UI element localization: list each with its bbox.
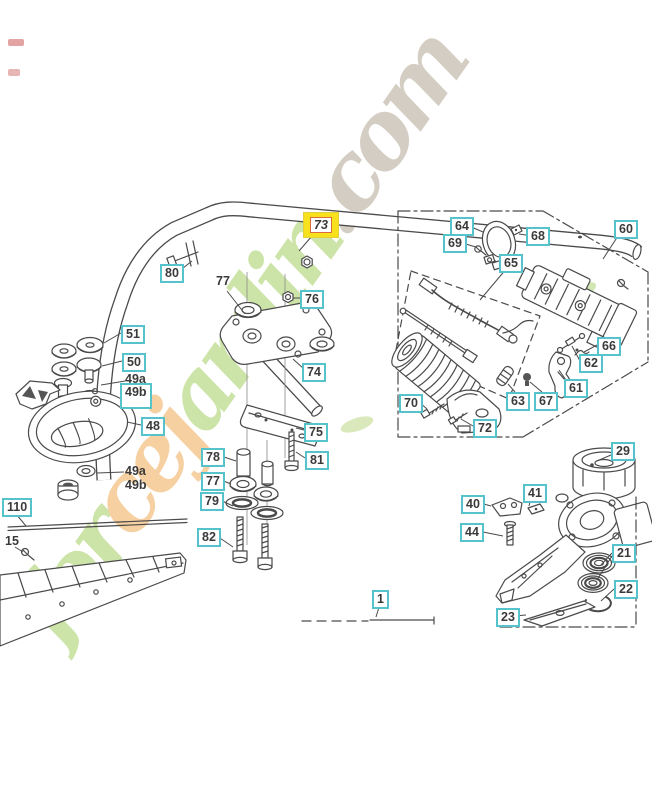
upper-hardware-drawing bbox=[234, 255, 335, 352]
gearbox-panel-border bbox=[499, 496, 637, 628]
callout-62[interactable]: 62 bbox=[579, 354, 603, 373]
callout-66[interactable]: 66 bbox=[597, 337, 621, 356]
callout-number: 73 bbox=[310, 217, 332, 233]
callout-70[interactable]: 70 bbox=[399, 394, 423, 413]
callout-60[interactable]: 60 bbox=[614, 220, 638, 239]
handlebar-tube-drawing bbox=[94, 201, 643, 481]
callout-80[interactable]: 80 bbox=[160, 264, 184, 283]
callout-69[interactable]: 69 bbox=[443, 234, 467, 253]
callout-68[interactable]: 68 bbox=[526, 227, 550, 246]
red-watermark-fragment-2 bbox=[8, 69, 20, 76]
callout-72[interactable]: 72 bbox=[473, 419, 497, 438]
throttle-assembly-drawing bbox=[391, 220, 638, 434]
callout-63[interactable]: 63 bbox=[506, 392, 530, 411]
driveshaft-line bbox=[301, 616, 435, 625]
callout-49a-top[interactable]: 49a bbox=[125, 372, 146, 386]
callout-40[interactable]: 40 bbox=[461, 495, 485, 514]
callout-76[interactable]: 76 bbox=[300, 290, 324, 309]
callout-79[interactable]: 79 bbox=[200, 492, 224, 511]
callout-49b-bottom[interactable]: 49b bbox=[125, 478, 147, 492]
callout-73-selected[interactable]: 73 bbox=[303, 212, 339, 238]
callout-50[interactable]: 50 bbox=[122, 353, 146, 372]
callout-41[interactable]: 41 bbox=[523, 484, 547, 503]
callout-78[interactable]: 78 bbox=[201, 448, 225, 467]
callout-77-top[interactable]: 77 bbox=[216, 274, 230, 288]
callout-67[interactable]: 67 bbox=[534, 392, 558, 411]
callout-77-boxed[interactable]: 77 bbox=[201, 472, 225, 491]
throttle-panel-border bbox=[397, 210, 649, 438]
callout-22[interactable]: 22 bbox=[614, 580, 638, 599]
gearbox-drawing bbox=[491, 492, 652, 627]
callout-48[interactable]: 48 bbox=[141, 417, 165, 436]
callout-15[interactable]: 15 bbox=[5, 534, 19, 548]
callout-75[interactable]: 75 bbox=[304, 423, 328, 442]
callout-61[interactable]: 61 bbox=[564, 379, 588, 398]
red-watermark-fragment-1 bbox=[8, 39, 24, 46]
lower-hardware-drawing bbox=[225, 431, 299, 571]
callout-1[interactable]: 1 bbox=[372, 590, 389, 609]
callout-49b-boxed[interactable]: 49b bbox=[120, 383, 152, 409]
callout-65[interactable]: 65 bbox=[499, 254, 523, 273]
callout-110[interactable]: 110 bbox=[2, 498, 33, 517]
callout-81[interactable]: 81 bbox=[305, 451, 329, 470]
callout-74[interactable]: 74 bbox=[302, 363, 326, 382]
callout-82[interactable]: 82 bbox=[197, 528, 221, 547]
callout-23[interactable]: 23 bbox=[496, 608, 520, 627]
guard-cover-drawing bbox=[15, 380, 137, 501]
callout-21[interactable]: 21 bbox=[612, 544, 636, 563]
callout-51[interactable]: 51 bbox=[121, 325, 145, 344]
leader-lines bbox=[14, 225, 621, 618]
callout-29[interactable]: 29 bbox=[611, 442, 635, 461]
callout-49a-bottom[interactable]: 49a bbox=[125, 464, 146, 478]
blade-drawing bbox=[0, 518, 188, 647]
callout-44[interactable]: 44 bbox=[460, 523, 484, 542]
